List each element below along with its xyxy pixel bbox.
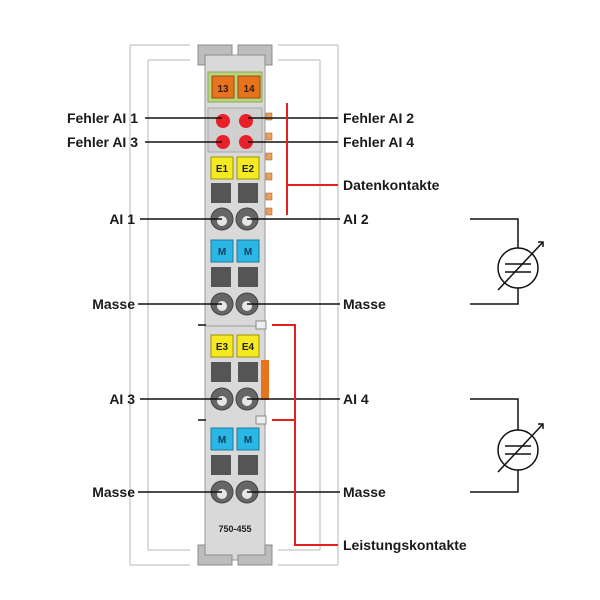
label-masse-left-1: Masse xyxy=(92,296,135,312)
label-masse-right-2: Masse xyxy=(343,484,386,500)
terminal-13-label: 13 xyxy=(217,84,229,95)
slot-m3-label: M xyxy=(218,435,226,446)
label-fehler-ai2: Fehler AI 2 xyxy=(343,110,415,126)
slot-e1-box xyxy=(210,156,234,180)
label-ai4: AI 4 xyxy=(343,391,369,407)
module-body xyxy=(197,44,273,566)
model-label: 750-455 xyxy=(218,524,251,534)
label-masse-left-2: Masse xyxy=(92,484,135,500)
terminal-14-label: 14 xyxy=(243,84,255,95)
slot-m1-box xyxy=(210,239,234,263)
terminal-14-box xyxy=(237,75,261,99)
terminal-13-box xyxy=(211,75,235,99)
slot-e2-label: E2 xyxy=(242,164,255,175)
led-fehler-ai2 xyxy=(239,114,253,128)
sensor-symbol-icon xyxy=(470,218,544,305)
led-fehler-ai4 xyxy=(239,135,253,149)
slot-m2-box xyxy=(236,239,260,263)
sensor-symbol-icon xyxy=(470,398,544,493)
slot-m1-label: M xyxy=(218,247,226,258)
label-ai1: AI 1 xyxy=(109,211,135,227)
slot-m4-box xyxy=(236,427,260,451)
led-fehler-ai1 xyxy=(216,114,230,128)
data-contact-nubs xyxy=(265,112,273,216)
led-fehler-ai3 xyxy=(216,135,230,149)
slot-e3-box xyxy=(210,334,234,358)
label-ai2: AI 2 xyxy=(343,211,369,227)
slot-e4-box xyxy=(236,334,260,358)
label-fehler-ai4: Fehler AI 4 xyxy=(343,134,415,150)
label-fehler-ai3: Fehler AI 3 xyxy=(66,134,138,150)
slot-e3-label: E3 xyxy=(216,342,229,353)
label-leistungskontakte: Leistungskontakte xyxy=(343,537,467,553)
label-masse-right-1: Masse xyxy=(343,296,386,312)
slot-m4-label: M xyxy=(244,435,252,446)
data-contacts-bracket xyxy=(286,103,338,215)
slot-m3-box xyxy=(210,427,234,451)
slot-e4-label: E4 xyxy=(242,342,255,353)
power-contacts-bracket xyxy=(272,324,338,546)
slot-e2-box xyxy=(236,156,260,180)
label-fehler-ai1: Fehler AI 1 xyxy=(66,110,138,126)
leader-lines xyxy=(138,117,340,493)
label-datenkontakte: Datenkontakte xyxy=(343,177,440,193)
slot-e1-label: E1 xyxy=(216,164,229,175)
slot-m2-label: M xyxy=(244,247,252,258)
label-ai3: AI 3 xyxy=(109,391,135,407)
